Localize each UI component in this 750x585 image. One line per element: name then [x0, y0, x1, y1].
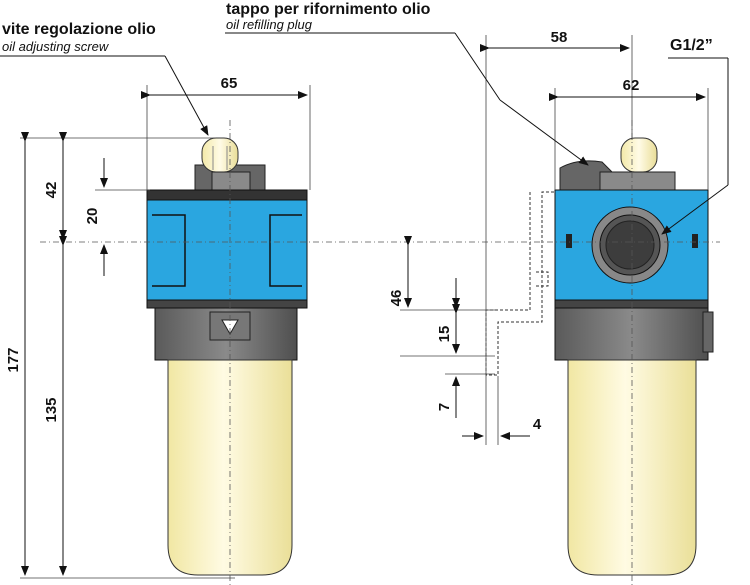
leader-lines — [0, 32, 729, 235]
g12-port — [591, 206, 669, 284]
front-view — [146, 137, 308, 576]
dim-4: 4 — [533, 416, 542, 433]
dim-58: 58 — [551, 29, 568, 46]
center-lines — [40, 120, 720, 585]
dim-135: 135 — [43, 397, 60, 422]
callout-labels: vite regolazione olio oil adjusting scre… — [2, 1, 713, 54]
oil-adjusting-screw — [194, 137, 266, 196]
dim-62: 62 — [623, 77, 640, 94]
side-view — [485, 137, 714, 576]
label-port: G1/2” — [670, 37, 713, 54]
label-screw-it: vite regolazione olio — [2, 21, 156, 38]
lubricator-body — [146, 189, 308, 309]
dim-7: 7 — [436, 403, 453, 411]
dim-15: 15 — [436, 326, 453, 343]
dim-20: 20 — [84, 208, 101, 225]
label-screw-en: oil adjusting screw — [2, 39, 110, 54]
label-plug-it: tappo per rifornimento olio — [226, 1, 431, 18]
dimension-lines — [21, 44, 706, 576]
extension-lines — [20, 35, 709, 579]
dim-46: 46 — [388, 290, 405, 307]
dim-42: 42 — [43, 182, 60, 199]
dimension-values: 65 58 62 4 177 42 135 20 46 15 7 — [5, 29, 639, 433]
bowl-ring — [154, 307, 298, 361]
dim-177: 177 — [5, 347, 22, 372]
dim-65: 65 — [221, 75, 238, 92]
label-plug-en: oil refilling plug — [226, 17, 313, 32]
